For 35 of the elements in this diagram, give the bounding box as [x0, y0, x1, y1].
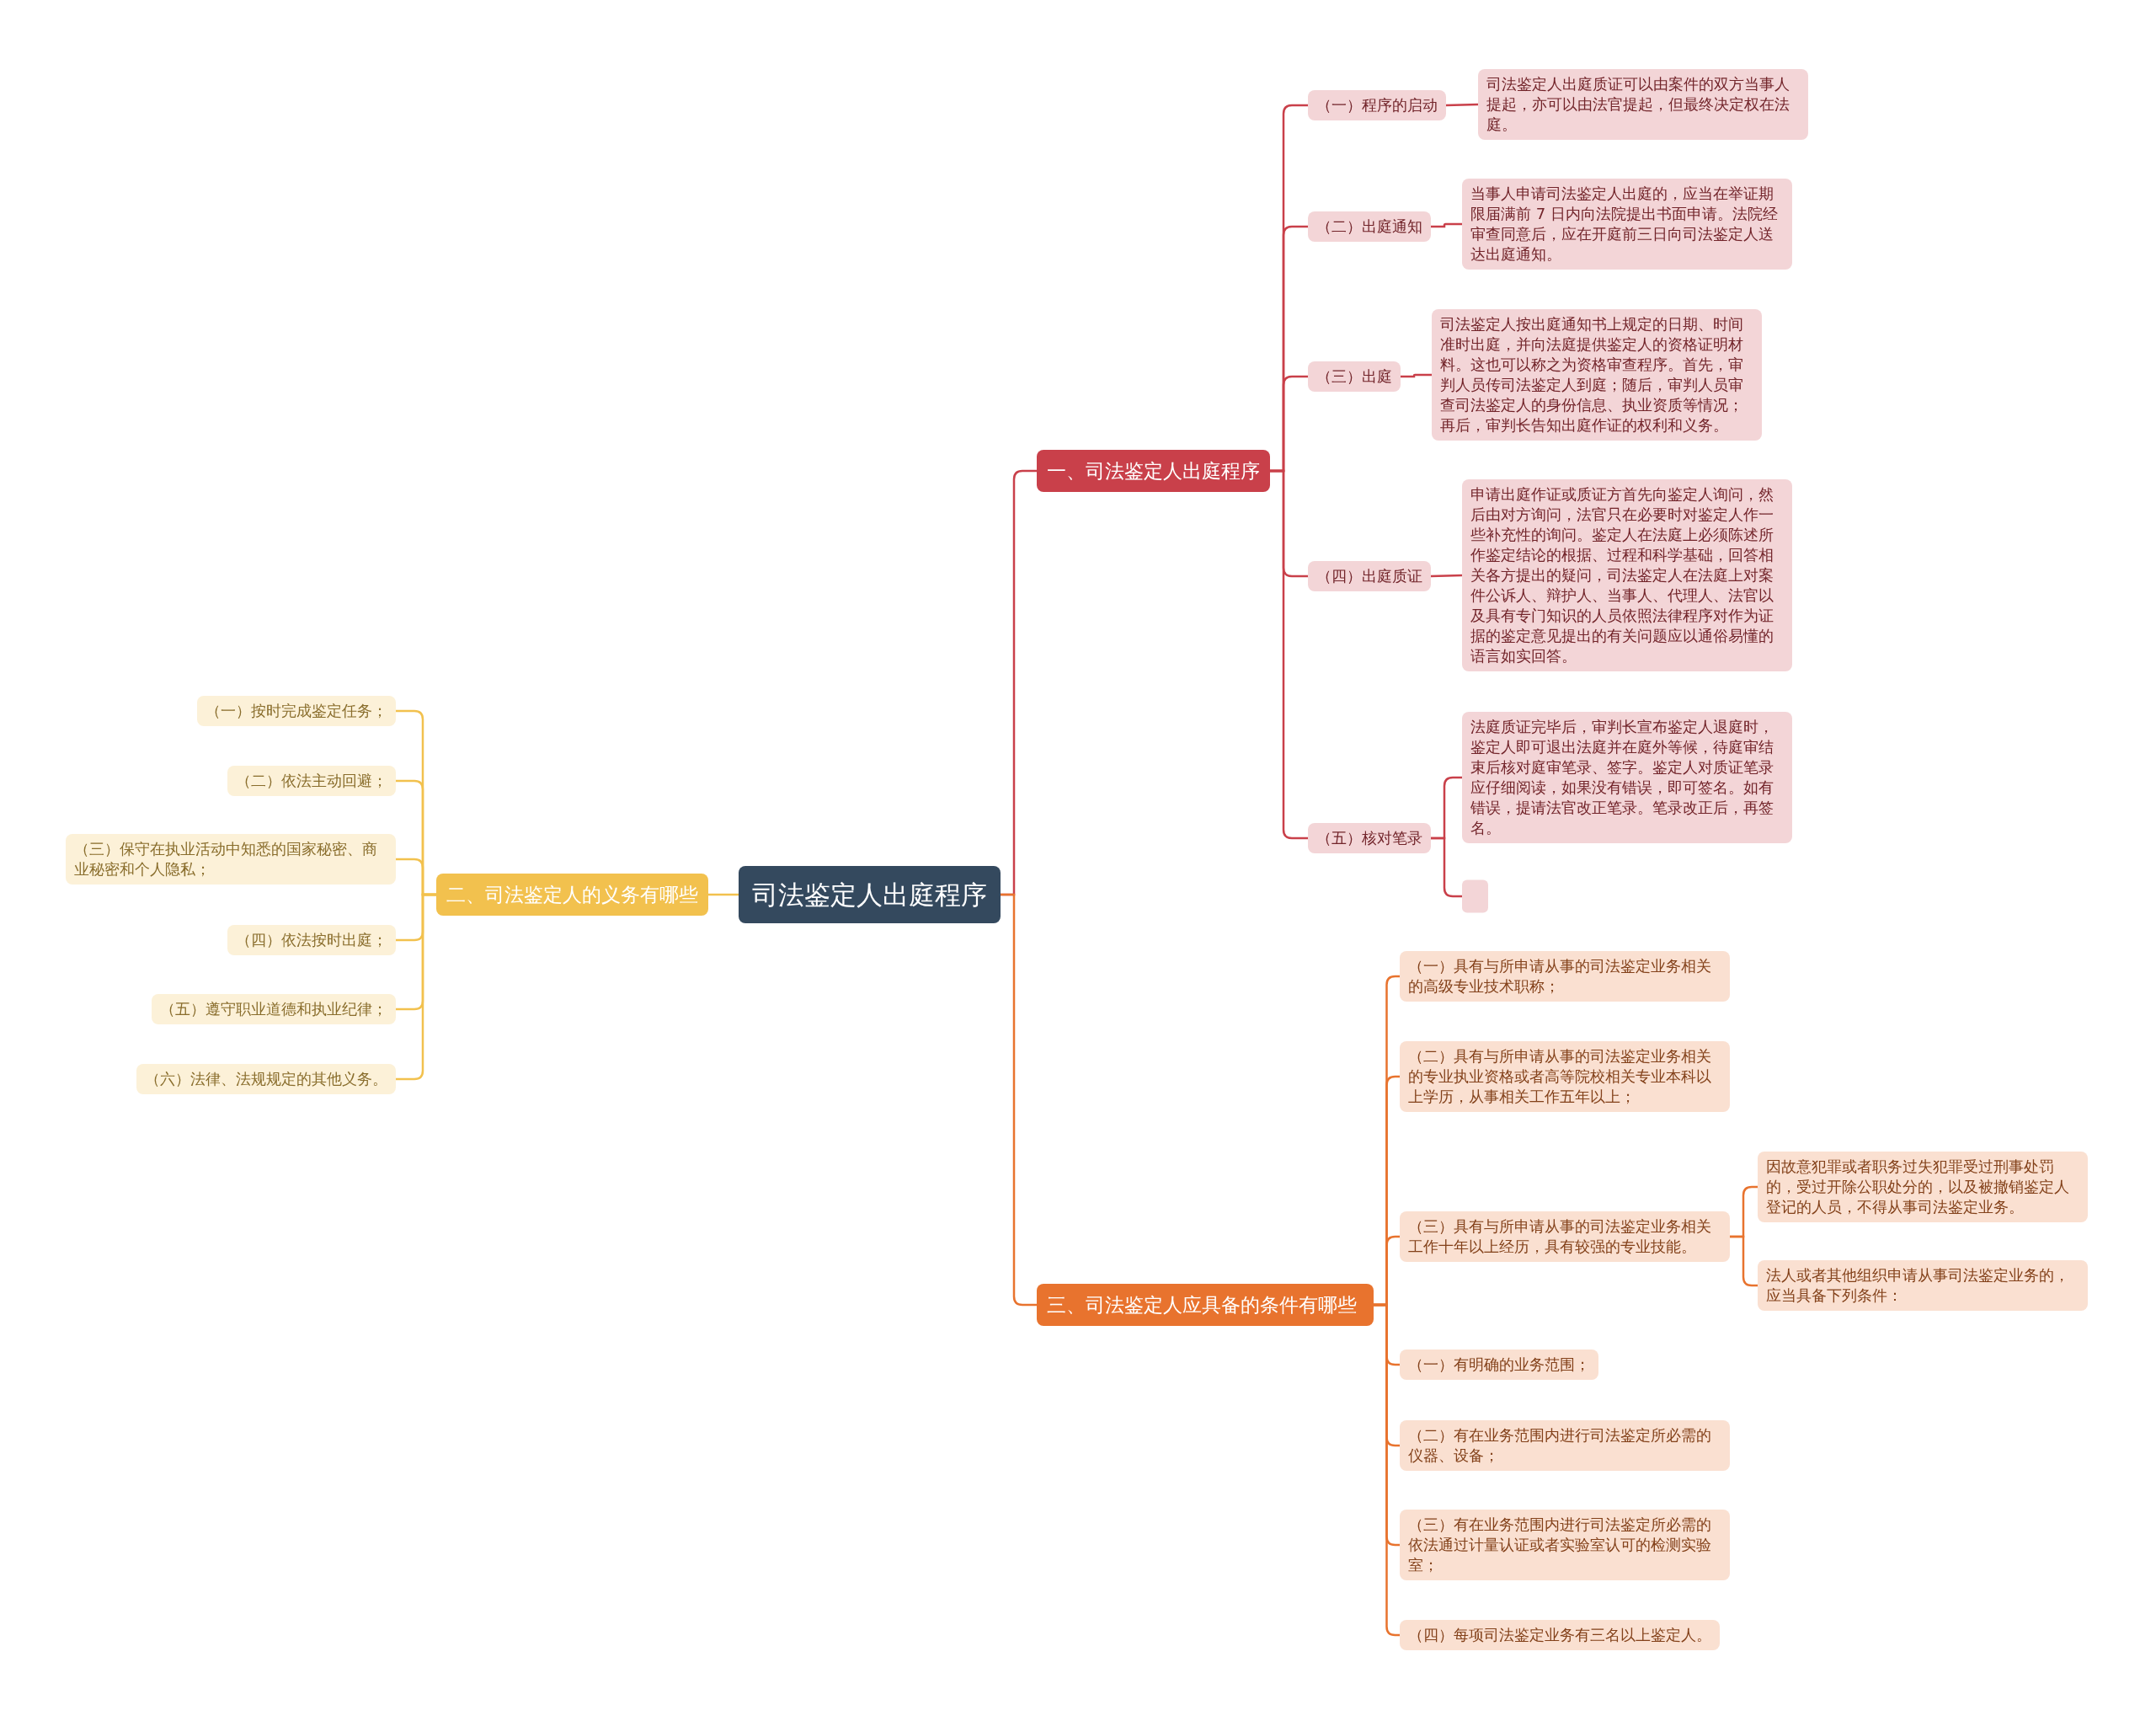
subtopic-box: 因故意犯罪或者职务过失犯罪受过刑事处罚的，受过开除公职处分的，以及被撤销鉴定人登记的人员，不得从事司法鉴定业务。: [1758, 1152, 2088, 1222]
subtopic-box: （二）出庭通知: [1308, 211, 1431, 242]
central-topic: 司法鉴定人出庭程序: [739, 866, 1001, 923]
subtopic-box: （一）有明确的业务范围；: [1400, 1350, 1598, 1380]
subtopic-box: （二）有在业务范围内进行司法鉴定所必需的仪器、设备；: [1400, 1420, 1730, 1471]
subtopic-box: （四）每项司法鉴定业务有三名以上鉴定人。: [1400, 1620, 1720, 1650]
connector-line: [1430, 574, 1463, 578]
subtopic-box: 当事人申请司法鉴定人出庭的，应当在举证期限届满前 7 日内向法院提出书面申请。法院经审查同意后，应在开庭前三日向司法鉴定人送达出庭通知。: [1462, 179, 1792, 270]
connector-line: [1431, 222, 1462, 228]
subtopic-box: 法人或者其他组织申请从事司法鉴定业务的，应当具备下列条件：: [1758, 1260, 2088, 1311]
subtopic-box: （三）有在业务范围内进行司法鉴定所必需的依法通过计量认证或者实验室认可的检测实验室；: [1400, 1510, 1730, 1580]
subtopic-box: （五）遵守职业道德和执业纪律；: [152, 994, 396, 1024]
empty-box: [1462, 879, 1488, 913]
connector-line: [1401, 373, 1432, 378]
subtopic-box: （一）具有与所申请从事的司法鉴定业务相关的高级专业技术职称；: [1400, 951, 1730, 1002]
subtopic-box: 司法鉴定人按出庭通知书上规定的日期、时间准时出庭，并向法庭提供鉴定人的资格证明材料。这也可以称之为资格审查程序。首先，审判人员传司法鉴定人到庭；随后，审判人员审查司法鉴定人的身份信息、执业资质等情况；再后，审判长告知出庭作证的权利和义务。: [1432, 309, 1762, 441]
subtopic-box: （一）按时完成鉴定任务；: [197, 696, 396, 726]
subtopic-box: （三）保守在执业活动中知悉的国家秘密、商业秘密和个人隐私；: [66, 834, 396, 885]
branch-topic: 二、司法鉴定人的义务有哪些: [436, 874, 708, 916]
subtopic-box: （二）依法主动回避；: [227, 766, 396, 796]
connector-line: [708, 893, 739, 896]
branch-topic: 三、司法鉴定人应具备的条件有哪些: [1037, 1284, 1374, 1326]
subtopic-box: 申请出庭作证或质证方首先向鉴定人询问，然后由对方询问，法官只在必要时对鉴定人作一些补充性的询问。鉴定人在法庭上必须陈述所作鉴定结论的根据、过程和科学基础，回答相关各方提出的疑问，司法鉴定人在法庭上对案件公诉人、辩护人、当事人、代理人、法官以及具有专门知识的人员依照法律程序对作为证据的鉴定意见提出的有关问题应以通俗易懂的语言如实回答。: [1462, 479, 1792, 671]
connector-line: [1445, 103, 1479, 107]
subtopic-box: （一）程序的启动: [1308, 90, 1446, 120]
subtopic-box: （二）具有与所申请从事的司法鉴定业务相关的专业执业资格或者高等院校相关专业本科以上学历，从事相关工作五年以上；: [1400, 1041, 1730, 1112]
subtopic-box: （四）出庭质证: [1308, 561, 1431, 591]
subtopic-box: 司法鉴定人出庭质证可以由案件的双方当事人提起，亦可以由法官提起，但最终决定权在法庭。: [1478, 69, 1808, 140]
subtopic-box: 法庭质证完毕后，审判长宣布鉴定人退庭时，鉴定人即可退出法庭并在庭外等候，待庭审结束后核对庭审笔录、签字。鉴定人对质证笔录应仔细阅读，如果没有错误，即可签名。如有错误，提请法官改正笔录。笔录改正后，再签名。: [1462, 712, 1792, 843]
subtopic-box: （四）依法按时出庭；: [227, 925, 396, 955]
subtopic-box: （六）法律、法规规定的其他义务。: [136, 1064, 396, 1094]
branch-topic: 一、司法鉴定人出庭程序: [1037, 450, 1270, 492]
subtopic-box: （三）出庭: [1308, 361, 1401, 392]
subtopic-box: （五）核对笔录: [1308, 823, 1431, 853]
subtopic-box: （三）具有与所申请从事的司法鉴定业务相关工作十年以上经历，具有较强的专业技能。: [1400, 1211, 1730, 1262]
